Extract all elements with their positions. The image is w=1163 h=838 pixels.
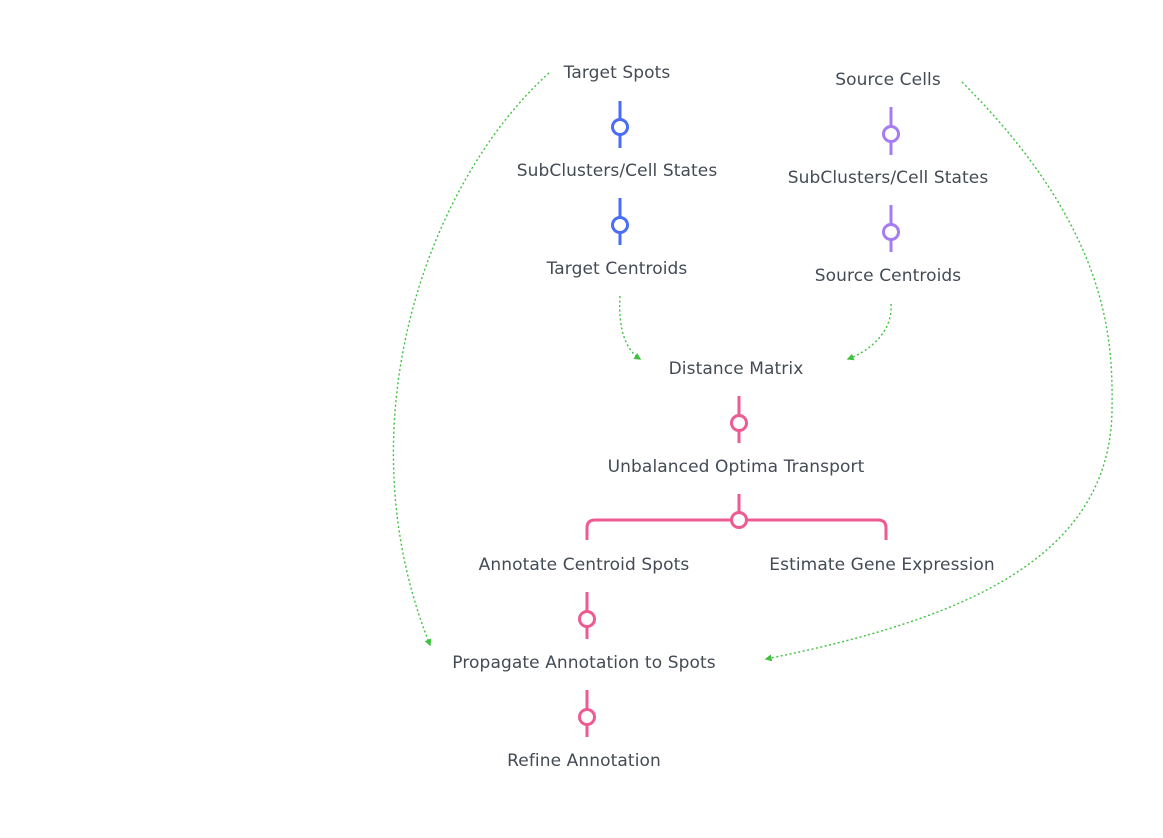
relation-arrows <box>392 72 1113 662</box>
arrow-source-centroids-to-distance-matrix <box>846 303 892 361</box>
connector-knob <box>578 708 596 726</box>
node-source-cells[interactable]: Source Cells <box>835 70 941 90</box>
node-refine-annotation[interactable]: Refine Annotation <box>507 751 661 771</box>
arrow-source-cells-to-propagate <box>764 81 1113 662</box>
node-target-centroids[interactable]: Target Centroids <box>546 259 688 279</box>
node-estimate-gene-expression[interactable]: Estimate Gene Expression <box>769 555 995 575</box>
node-distance-matrix[interactable]: Distance Matrix <box>668 359 804 379</box>
node-source-subclusters[interactable]: SubClusters/Cell States <box>787 168 989 188</box>
arrow-target-centroids-to-distance-matrix <box>618 295 642 360</box>
node-annotate-centroid-spots[interactable]: Annotate Centroid Spots <box>478 555 690 575</box>
connector-knob <box>882 125 900 143</box>
node-propagate-annotation[interactable]: Propagate Annotation to Spots <box>452 653 716 673</box>
node-target-spots[interactable]: Target Spots <box>563 63 671 83</box>
node-target-subclusters[interactable]: SubClusters/Cell States <box>516 161 718 181</box>
connector-knob <box>611 118 629 136</box>
connector-knob <box>611 216 629 234</box>
node-unbalanced-ot[interactable]: Unbalanced Optima Transport <box>607 457 865 477</box>
connector-knob <box>882 223 900 241</box>
connector-knob <box>578 610 596 628</box>
connector-knob <box>730 414 748 432</box>
main-branch-connectors <box>578 396 888 737</box>
connector-knob <box>730 511 748 529</box>
arrow-target-spots-to-propagate <box>392 72 550 647</box>
node-source-centroids[interactable]: Source Centroids <box>814 266 962 286</box>
source-branch-connectors <box>882 107 900 252</box>
target-branch-connectors <box>611 101 629 245</box>
